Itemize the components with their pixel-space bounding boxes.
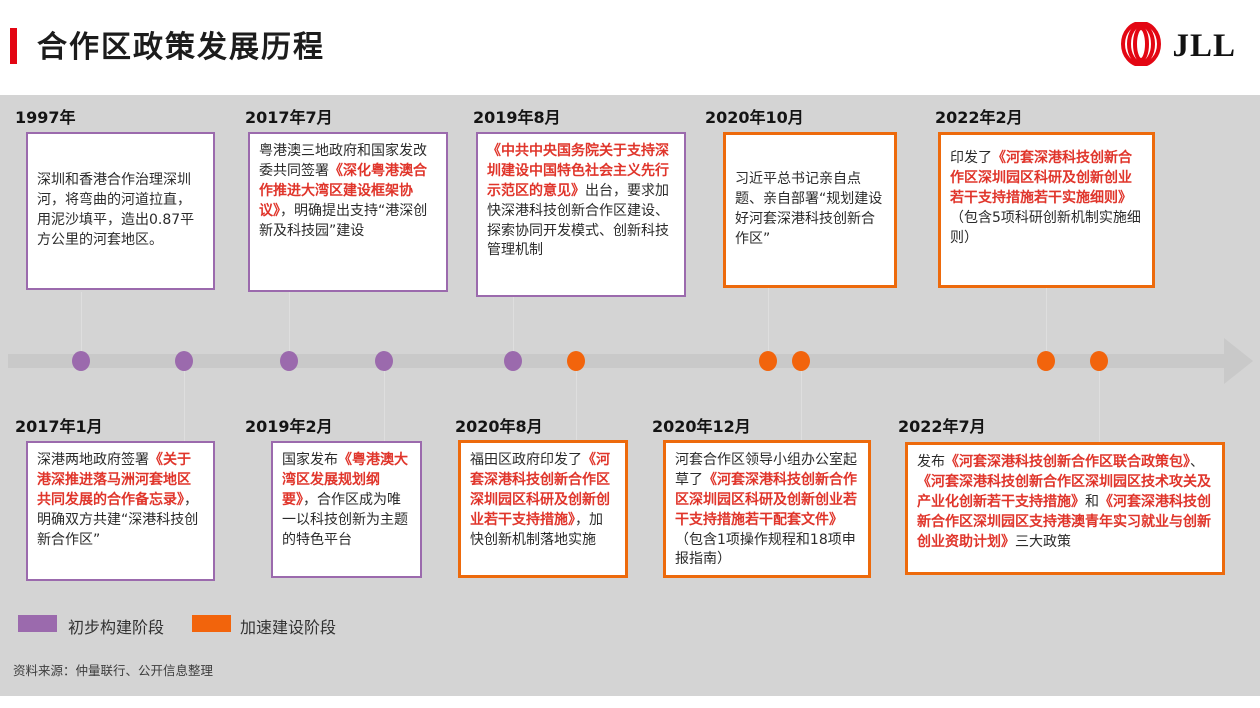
jll-logo: JLL (1118, 21, 1236, 70)
legend-swatch-accelerated-phase (192, 615, 231, 632)
timeline-dot-2019-02 (375, 351, 393, 371)
timeline-dot-2020-10 (759, 351, 777, 371)
event-text: 国家发布《粤港澳大湾区发展规划纲要》，合作区成为唯一以科技创新为主题的特色平台 (282, 452, 408, 548)
event-card-2022-02: 印发了《河套深港科技创新合作区深圳园区科研及创新创业若干支持措施若干实施细则》（… (938, 132, 1155, 288)
timeline-dot-2017-07 (280, 351, 298, 371)
event-card-2017-01: 深港两地政府签署《关于港深推进落马洲河套地区共同发展的合作备忘录》，明确双方共建… (26, 441, 215, 581)
event-text: 深圳和香港合作治理深圳河，将弯曲的河道拉直，用泥沙填平，造出0.87平方公里的河… (37, 172, 195, 248)
title-accent-bar (10, 28, 17, 64)
event-text: 《中共中央国务院关于支持深圳建设中国特色社会主义先行示范区的意见》出台，要求加快… (487, 143, 669, 259)
connector-line (1099, 368, 1100, 442)
event-date-2019-08: 2019年8月 (473, 108, 561, 127)
event-text: 印发了《河套深港科技创新合作区深圳园区科研及创新创业若干支持措施若干实施细则》（… (950, 150, 1141, 246)
event-date-2022-07: 2022年7月 (898, 417, 986, 436)
timeline-dot-2022-07 (1090, 351, 1108, 371)
event-text: 河套合作区领导小组办公室起草了《河套深港科技创新合作区深圳园区科研及创新创业若干… (675, 452, 857, 568)
source-note: 资料来源：仲量联行、公开信息整理 (13, 663, 214, 678)
event-date-2019-02: 2019年2月 (245, 417, 333, 436)
connector-line (768, 288, 769, 354)
timeline-dot-1997 (72, 351, 90, 371)
connector-line (384, 368, 385, 441)
connector-line (289, 292, 290, 354)
timeline-dot-2020-08 (567, 351, 585, 371)
event-card-1997: 深圳和香港合作治理深圳河，将弯曲的河道拉直，用泥沙填平，造出0.87平方公里的河… (26, 132, 215, 290)
page-title: 合作区政策发展历程 (37, 30, 325, 65)
event-card-2019-08: 《中共中央国务院关于支持深圳建设中国特色社会主义先行示范区的意见》出台，要求加快… (476, 132, 686, 297)
timeline-dot-2017-01 (175, 351, 193, 371)
event-date-2017-07: 2017年7月 (245, 108, 333, 127)
event-text: 粤港澳三地政府和国家发改委共同签署《深化粤港澳合作推进大湾区建设框架协议》，明确… (259, 143, 428, 239)
connector-line (81, 292, 82, 354)
event-text: 深港两地政府签署《关于港深推进落马洲河套地区共同发展的合作备忘录》，明确双方共建… (37, 452, 199, 548)
timeline-dot-2020-12 (792, 351, 810, 371)
event-date-2020-10: 2020年10月 (705, 108, 804, 127)
legend-label-initial-phase: 初步构建阶段 (68, 618, 165, 637)
event-card-2022-07: 发布《河套深港科技创新合作区联合政策包》、《河套深港科技创新合作区深圳园区技术攻… (905, 442, 1225, 575)
jll-logo-rings-icon (1118, 21, 1164, 70)
event-date-2017-01: 2017年1月 (15, 417, 103, 436)
connector-line (1046, 288, 1047, 354)
event-date-2020-12: 2020年12月 (652, 417, 751, 436)
legend-swatch-initial-phase (18, 615, 57, 632)
timeline-dot-2019-08 (504, 351, 522, 371)
event-card-2020-10: 习近平总书记亲自点题、亲自部署“规划建设好河套深港科技创新合作区” (723, 132, 897, 288)
connector-line (576, 368, 577, 440)
legend-label-accelerated-phase: 加速建设阶段 (240, 618, 337, 637)
event-text: 习近平总书记亲自点题、亲自部署“规划建设好河套深港科技创新合作区” (735, 171, 883, 247)
event-card-2020-08: 福田区政府印发了《河套深港科技创新合作区深圳园区科研及创新创业若干支持措施》，加… (458, 440, 628, 578)
connector-line (184, 368, 185, 441)
jll-logo-text: JLL (1172, 27, 1236, 64)
event-date-2020-08: 2020年8月 (455, 417, 543, 436)
event-text: 福田区政府印发了《河套深港科技创新合作区深圳园区科研及创新创业若干支持措施》，加… (470, 452, 610, 548)
connector-line (513, 297, 514, 354)
connector-line (801, 368, 802, 440)
timeline-dot-2022-02 (1037, 351, 1055, 371)
event-card-2020-12: 河套合作区领导小组办公室起草了《河套深港科技创新合作区深圳园区科研及创新创业若干… (663, 440, 871, 578)
timeline-bar (8, 354, 1226, 368)
event-date-1997: 1997年 (15, 108, 76, 127)
event-date-2022-02: 2022年2月 (935, 108, 1023, 127)
event-text: 发布《河套深港科技创新合作区联合政策包》、《河套深港科技创新合作区深圳园区技术攻… (917, 454, 1211, 550)
event-card-2017-07: 粤港澳三地政府和国家发改委共同签署《深化粤港澳合作推进大湾区建设框架协议》，明确… (248, 132, 448, 292)
timeline-arrow-icon (1224, 338, 1253, 384)
event-card-2019-02: 国家发布《粤港澳大湾区发展规划纲要》，合作区成为唯一以科技创新为主题的特色平台 (271, 441, 422, 578)
